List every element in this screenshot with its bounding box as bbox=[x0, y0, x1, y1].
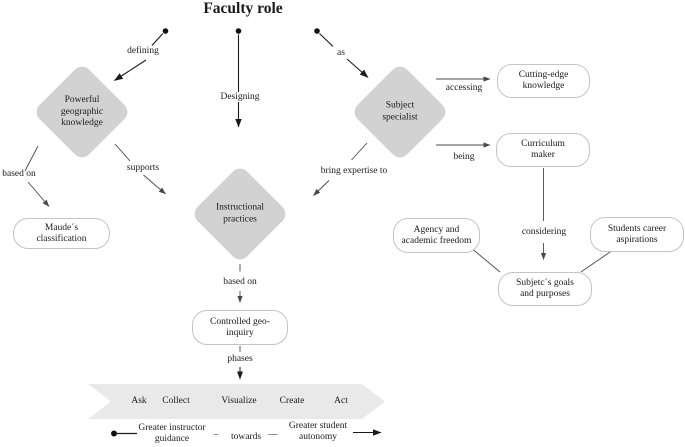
edge-bring-expertise-arrow bbox=[313, 180, 330, 196]
edge-label-based-on-left: based on bbox=[2, 169, 36, 179]
banner-phase-collect: Collect bbox=[162, 396, 190, 406]
edge-students-connector bbox=[580, 250, 612, 273]
edge-defining-arrow bbox=[114, 59, 147, 81]
edge-label-considering: considering bbox=[519, 227, 569, 237]
edge-based-on-left-stub bbox=[24, 145, 39, 172]
legend-dash-right: — bbox=[268, 430, 278, 440]
banner-phase-visualize: Visualize bbox=[221, 396, 257, 406]
node-label: Subject specialist bbox=[382, 100, 418, 123]
edge-label-defining: defining bbox=[127, 46, 159, 56]
node-label: Controlled geo-inquiry bbox=[210, 316, 270, 338]
node-subjetcs-goals-purposes: Subjetc´s goals and purposes bbox=[498, 272, 592, 306]
origin-dot-defining bbox=[162, 28, 169, 34]
edge-supports-arrow bbox=[143, 174, 166, 195]
edge-bring-expertise-stub bbox=[351, 142, 368, 161]
node-label: Curriculum maker bbox=[521, 139, 565, 160]
node-label: Cutting-edge knowledge bbox=[518, 70, 569, 91]
legend-towards: towards bbox=[230, 432, 262, 442]
node-label: Powerful geographic knowledge bbox=[60, 94, 104, 128]
page-title: Faculty role bbox=[203, 0, 283, 17]
node-label: Maude´s classification bbox=[36, 222, 87, 244]
edge-label-phases: phases bbox=[225, 354, 255, 364]
edge-defining-stub bbox=[151, 33, 164, 46]
edge-label-bring-expertise: bring expertise to bbox=[318, 166, 390, 176]
node-agency-academic-freedom: Agency and academic freedom bbox=[393, 218, 480, 253]
edge-label-as: as bbox=[337, 48, 345, 58]
edge-supports-stub bbox=[114, 143, 131, 162]
edge-label-accessing: accessing bbox=[445, 83, 483, 93]
node-label: Instructional practices bbox=[215, 202, 264, 225]
node-label: Students career aspirations bbox=[607, 223, 667, 245]
edge-label-being: being bbox=[453, 152, 475, 162]
edge-as-arrow bbox=[346, 58, 369, 78]
node-maudes-classification: Maude´s classification bbox=[13, 218, 110, 249]
edge-label-supports: supports bbox=[126, 163, 160, 173]
node-label: Subjetc´s goals and purposes bbox=[516, 278, 574, 299]
origin-dot-as bbox=[314, 28, 320, 34]
node-label: Agency and academic freedom bbox=[401, 224, 472, 246]
edge-as-stub bbox=[319, 33, 334, 47]
node-students-career-aspirations: Students career aspirations bbox=[590, 217, 684, 252]
node-controlled-geo-inquiry: Controlled geo-inquiry bbox=[192, 310, 288, 345]
edge-label-designing: Designing bbox=[218, 92, 262, 102]
banner-phase-act: Act bbox=[334, 396, 348, 406]
node-curriculum-maker: Curriculum maker bbox=[496, 133, 590, 167]
legend-dash-left: – bbox=[213, 430, 219, 440]
legend-student-autonomy: Greater student autonomy bbox=[288, 421, 348, 442]
edge-based-on-left-arrow bbox=[27, 181, 50, 207]
edge-label-based-on-mid: based on bbox=[221, 277, 259, 287]
origin-dot-designing bbox=[235, 28, 242, 34]
node-cutting-edge-knowledge: Cutting-edge knowledge bbox=[497, 64, 590, 98]
banner-phase-create: Create bbox=[279, 396, 305, 406]
banner-phase-ask: Ask bbox=[131, 396, 147, 406]
legend-instructor-guidance: Greater instructor guidance bbox=[138, 423, 206, 444]
phases-banner-shape bbox=[88, 384, 385, 419]
edge-agency-connector bbox=[472, 249, 501, 273]
